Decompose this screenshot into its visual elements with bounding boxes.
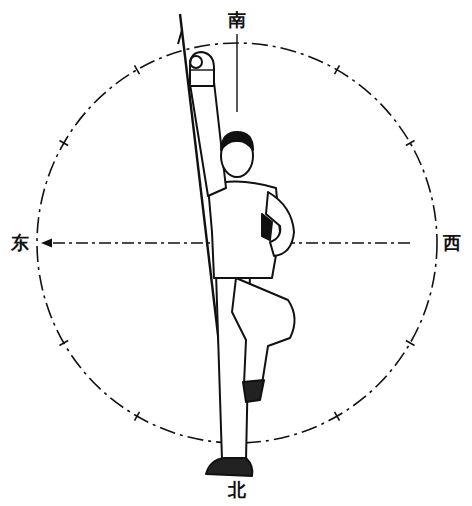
hair: [221, 132, 253, 150]
figure: [178, 14, 295, 476]
raised-arm: [190, 82, 226, 196]
circle-tick: [406, 141, 415, 146]
direction-label: 东: [10, 233, 30, 253]
circle-tick: [335, 412, 340, 421]
circle-tick: [135, 412, 140, 421]
fist: [190, 52, 214, 86]
circle-tick: [59, 141, 68, 146]
sword-guard: [190, 56, 202, 68]
raised-foot: [243, 380, 264, 402]
fist-line: [190, 69, 214, 70]
raised-leg: [232, 278, 295, 384]
direction-label: 北: [227, 480, 247, 500]
direction-label: 西: [442, 233, 462, 253]
foot: [206, 458, 252, 476]
vertical-axis: [236, 34, 237, 112]
direction-label: 南: [227, 10, 247, 30]
circle-tick: [335, 65, 340, 74]
sword-tip: [178, 30, 182, 44]
circle-tick: [406, 341, 415, 346]
circle-tick: [135, 65, 140, 74]
tassel: [262, 214, 272, 240]
circle-tick: [59, 341, 68, 346]
